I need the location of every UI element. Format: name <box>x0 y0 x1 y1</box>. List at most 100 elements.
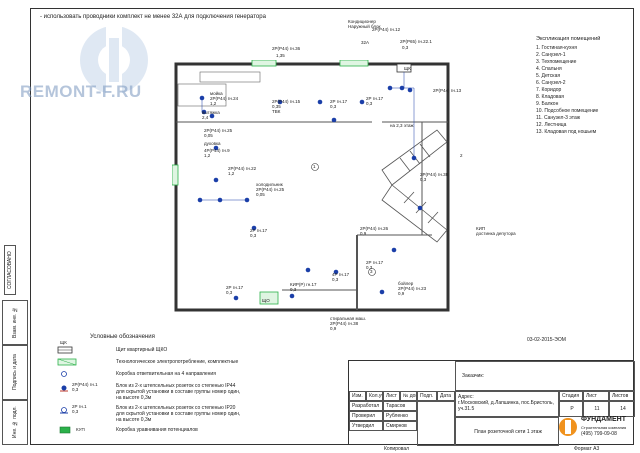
room-item: 10. Подсобное помещение <box>536 108 599 114</box>
name-cell: Рубленко <box>383 411 417 421</box>
plan-label-4: 2Р(Р65) гн.22.1 <box>400 39 432 44</box>
role-cell: Утвердил <box>349 421 383 431</box>
format-label: Формат А3 <box>574 446 600 452</box>
legend-row: Коробка ответвительная на 4 направления <box>46 370 326 380</box>
plan-label-28: бойлер 2Р(Р44) гн.23 0,9 <box>398 281 427 296</box>
legend-sym-label: 2Р(Р44) гн.1 0,3 <box>72 382 98 392</box>
room-number-3: 3 <box>370 269 373 274</box>
plan-label-25: 4Р гн.17 0,3 <box>332 272 350 282</box>
stage-hdr: Стадия <box>559 391 583 401</box>
plan-label-8: 2Р(Р44) гн.13 <box>433 88 462 93</box>
plan-label-14: 2Р(Р44) гн.22 1,2 <box>228 166 257 176</box>
room-number-1: 1 <box>313 164 316 169</box>
stage-hdr: Лист <box>583 391 609 401</box>
firm-sub: Строительная компания <box>581 425 627 430</box>
role-cell: Проверил <box>349 411 383 421</box>
firm-mark-icon <box>559 418 577 436</box>
plan-label-3: 32А <box>361 40 370 45</box>
outlet-ip44-icon <box>60 385 68 392</box>
head-col: Дата <box>437 391 455 401</box>
customer-cell: Заказчик: <box>455 361 635 391</box>
head-col: Лист <box>383 391 400 401</box>
legend-sym-label: КУП <box>76 427 85 432</box>
plan-label-12: духовка <box>204 141 221 146</box>
plan-label-15: холодильник 2Р(Р44) гн.25 0,05 <box>256 182 285 197</box>
floor-plan <box>172 60 450 312</box>
plan-label-17: 2Р гн.17 0,3 <box>330 99 348 109</box>
side-cell-3: Инв. № подл. <box>2 400 28 445</box>
stage-val: 11 <box>583 401 609 417</box>
panel-symbol-icon <box>57 346 73 354</box>
firm-logo: ФУНДАМЕНТ Строительная компания (495) 79… <box>553 412 633 444</box>
plan-label-7: 1,35 <box>276 53 285 58</box>
legend-sym-label: ЩК <box>60 340 67 345</box>
plan-label-22: 2Р гн.17 0,3 <box>250 228 268 238</box>
legend-text: Технологическое электропотребление, комп… <box>116 359 239 365</box>
legend-text: Блок из 2-х штепсельных розеток со степе… <box>116 405 241 423</box>
room-explication: Экспликация помещений 1. Гостиная-кухня … <box>536 36 600 136</box>
room-item: 4. Спальня <box>536 66 562 72</box>
legend-text: Блок из 2-х штепсельных розеток со степе… <box>116 383 241 401</box>
plan-label-27: 2Р гн.17 0,3 <box>366 260 384 270</box>
room-item: 11. Санузел-3 этаж <box>536 115 581 121</box>
stage-val: 14 <box>609 401 635 417</box>
plan-label-24: КИП достинка депутора <box>476 226 516 236</box>
customer-label: Заказчик: <box>462 373 484 379</box>
potential-box-icon <box>59 426 71 434</box>
top-note: - использовать проводники комплект не ме… <box>40 14 266 20</box>
name-cell: Тарасов <box>383 401 417 411</box>
outlet-ip20-icon <box>60 407 68 414</box>
plan-label-29: стиральная маш. 2Р(Р44) гн.38 0,9 <box>330 316 366 331</box>
room-item: 1. Гостиная-кухня <box>536 45 577 51</box>
firm-name: ФУНДАМЕНТ <box>581 416 626 423</box>
title-block: Заказчик: Изм. Кол.уч Лист № док Подп. Д… <box>348 360 635 446</box>
legend-text: Коробка ответвительная на 4 направления <box>116 371 216 377</box>
legend-row: 2Р(Р44) гн.1 0,3 Блок из 2-х штепсельных… <box>46 382 326 402</box>
room-item: 12. Лестница <box>536 122 567 128</box>
panel-label-2: ЩО <box>262 298 270 303</box>
plan-label-26: КИР(Р) гн.17 0,3 <box>290 282 317 292</box>
plan-label-11: 2Р(Р44) гн.25 0,05 <box>204 128 233 138</box>
watermark-text: REMONT-F.RU <box>20 82 142 101</box>
role-cell: Разработал <box>349 401 383 411</box>
plan-label-5: 0,3 <box>402 45 409 50</box>
drawing-frame <box>30 8 634 445</box>
side-cell-1: Взам. инв. № <box>2 300 28 345</box>
stage-val: Р <box>559 401 583 417</box>
legend-row: Технологическое электропотребление, комп… <box>46 358 326 368</box>
plan-label-10: вытяжка 2,4 <box>202 110 220 120</box>
plan-label-ac-text: Кондиционер Наружный блок <box>348 19 381 29</box>
plan-label-9: мойка 2Р(Р44) гн.24 1,2 <box>210 91 239 106</box>
room-item: 3. Техпомещение <box>536 59 577 65</box>
panel-label: ЩК <box>404 66 411 71</box>
legend-sym-label: 2Р гн.1 0,3 <box>72 404 87 414</box>
room-item: 13. Кладовая под ношьем <box>536 129 597 135</box>
legend-text: Коробка уравнивания потенциалов <box>116 427 198 433</box>
sheet-title-cell: План розеточной сети 1 этаж <box>455 417 559 446</box>
copied-label: Копировал <box>384 446 410 452</box>
room-number-2: 2 <box>460 153 463 158</box>
plan-label-2: 2Р(Р44) гн.12 <box>372 27 401 32</box>
legend-text: Щит квартирный ЩКО <box>116 347 168 353</box>
signature-cell <box>417 401 455 446</box>
side-cell-2: Подпись и дата <box>2 345 28 400</box>
plan-label-13: 4Р(Р44) гн.9 1,2 <box>204 148 230 158</box>
plan-label-6: 2Р(Р44) гн.36 <box>272 46 301 51</box>
head-col: Изм. <box>349 391 366 401</box>
name-cell: Смирнов <box>383 421 417 431</box>
head-col: Подп. <box>417 391 437 401</box>
plan-label-20: 2Р(Р44) гн.38 0,3 <box>420 172 449 182</box>
plan-label-21: 2Р(Р44) гн.26 0,9 <box>360 226 389 236</box>
plan-label-ac: Кондиционер Наружный блок <box>348 19 381 29</box>
room-item: 9. Балкон <box>536 101 559 107</box>
stage-hdr: Листов <box>609 391 635 401</box>
junction-box-icon <box>61 371 67 377</box>
room-item: 6. Санузел-2 <box>536 80 566 86</box>
plan-label-19: на 2,3 этаж <box>390 123 414 128</box>
room-explication-title: Экспликация помещений <box>536 36 601 42</box>
room-item: 7. Коридор <box>536 87 562 93</box>
plan-label-23: 2Р гн.17 0,3 <box>226 285 244 295</box>
head-col: Кол.уч <box>366 391 383 401</box>
firm-phone: (495) 799-09-08 <box>581 431 617 437</box>
